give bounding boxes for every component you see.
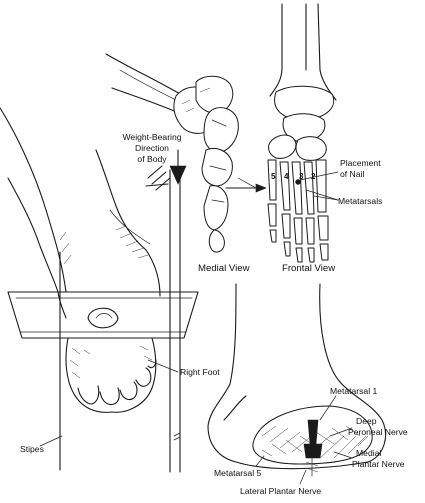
metatarsal-number-2: 2 [311, 172, 316, 181]
weight-bearing-arrow [169, 149, 187, 185]
medial-view-skeleton [105, 53, 239, 253]
right-foot-drawing [65, 337, 157, 413]
frontal-view-label: Frontal View [282, 263, 336, 274]
left-leg-drawing [0, 107, 171, 319]
direction-label: Direction [135, 143, 169, 153]
weight-bearing-label: Weight-Bearing [122, 132, 182, 142]
plantar-nerve-label: Plantar Nerve [352, 459, 405, 469]
medial-label: Medial [356, 448, 382, 458]
frontal-view-skeleton [267, 3, 339, 263]
sole-view-drawing [207, 283, 386, 485]
stipes-label: Stipes [20, 444, 44, 454]
peroneal-nerve-label: Peroneal Nerve [348, 427, 408, 437]
of-body-label: of Body [137, 154, 167, 164]
right-foot-label: Right Foot [180, 367, 220, 377]
clamp-plate [7, 291, 199, 339]
view-pointer-arrow [225, 177, 267, 193]
medial-view-label: Medial View [198, 263, 250, 274]
placement-label: Placement [340, 158, 381, 168]
metatarsals-label: Metatarsals [338, 196, 383, 206]
lateral-plantar-nerve-label: Lateral Plantar Nerve [240, 486, 322, 496]
metatarsal-5-label: Metatarsal 5 [214, 468, 262, 478]
left-leaders [39, 359, 179, 447]
metatarsal-number-4: 4 [284, 172, 289, 181]
metatarsal-1-label: Metatarsal 1 [330, 386, 378, 396]
metatarsal-number-3: 3 [299, 172, 304, 181]
stipes-posts [59, 169, 181, 473]
of-nail-label: of Nail [340, 169, 365, 179]
deep-label: Deep [356, 416, 377, 426]
metatarsal-number-5: 5 [271, 172, 276, 181]
